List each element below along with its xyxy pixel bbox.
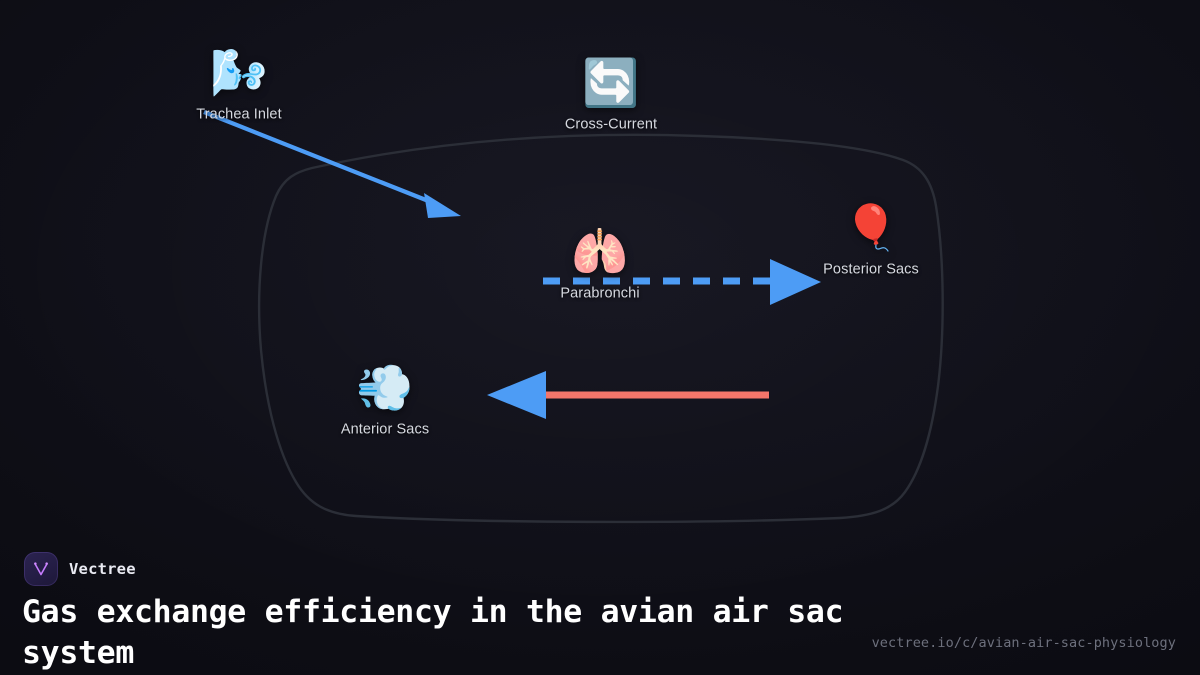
source-url: vectree.io/c/avian-air-sac-physiology: [871, 635, 1176, 651]
balloon-icon: 🎈: [843, 203, 899, 253]
node-anterior-sacs[interactable]: 💨 Anterior Sacs: [341, 365, 429, 438]
brand[interactable]: Vectree: [24, 552, 136, 586]
node-label-cross-current: Cross-Current: [564, 116, 658, 133]
vectree-v-logo-icon: [34, 562, 48, 576]
node-label-anterior-sacs: Anterior Sacs: [340, 421, 430, 438]
node-label-trachea-inlet: Trachea Inlet: [196, 106, 282, 123]
node-label-parabronchi: Parabronchi: [560, 285, 640, 302]
wind-face-icon: 🌬️: [210, 46, 268, 99]
exhale-flow-arrow: [487, 371, 769, 419]
node-label-posterior-sacs: Posterior Sacs: [823, 261, 919, 278]
lungs-icon: 🫁: [571, 225, 629, 278]
repeat-arrows-icon: 🔄: [582, 56, 640, 109]
node-parabronchi[interactable]: 🫁 Parabronchi: [560, 229, 639, 302]
page-title: Gas exchange efficiency in the avian air…: [22, 594, 844, 671]
footer: Vectree Gas exchange efficiency in the a…: [0, 530, 1200, 675]
dashing-away-icon: 💨: [356, 361, 414, 414]
vectree-logo-badge: [24, 552, 58, 586]
inhale-flow-arrow: [203, 110, 461, 218]
cross-current-flow-arrow: [543, 259, 821, 305]
node-trachea-inlet[interactable]: 🌬️ Trachea Inlet: [196, 50, 281, 123]
body-cavity-outline: [257, 133, 944, 524]
node-posterior-sacs[interactable]: 🎈 Posterior Sacs: [823, 203, 919, 278]
brand-name: Vectree: [69, 560, 136, 578]
node-cross-current[interactable]: 🔄 Cross-Current: [565, 60, 657, 133]
